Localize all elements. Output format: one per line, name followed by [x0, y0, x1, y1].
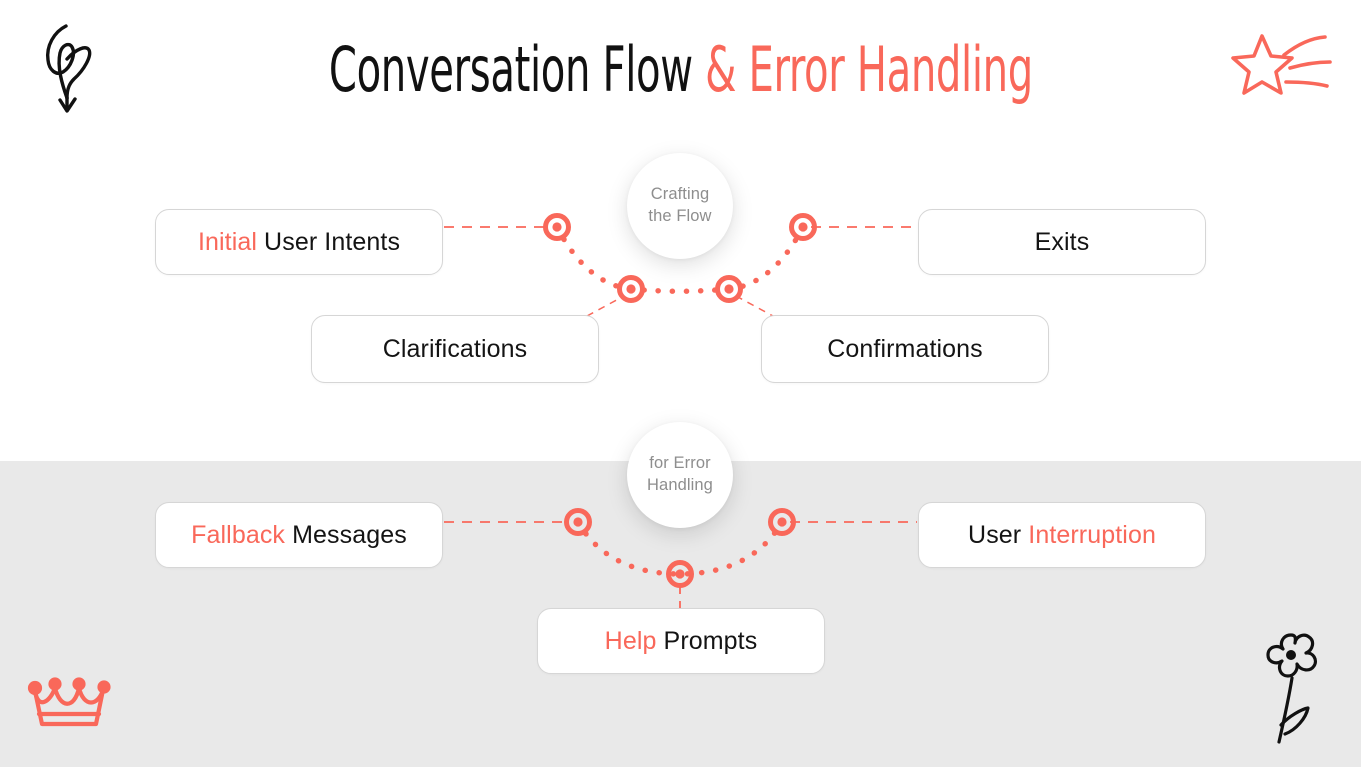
- card-fallback-messages-plain: Messages: [285, 520, 407, 549]
- flower-icon: [1258, 622, 1338, 757]
- lead-node-to-confirmations: [735, 295, 774, 317]
- card-initial-user-intents-accent: Initial: [197, 227, 258, 256]
- node-top-midleft: [617, 275, 645, 303]
- card-fallback-messages-accent: Fallback: [191, 520, 286, 549]
- hub-crafting-the-flow: Crafting the Flow: [627, 153, 733, 259]
- crown-icon: [22, 666, 118, 741]
- card-user-interruption-accent: Interruption: [1028, 520, 1156, 549]
- curly-arrow-icon: [32, 14, 112, 124]
- card-confirmations[interactable]: Confirmations: [761, 315, 1049, 383]
- node-top-midright: [715, 275, 743, 303]
- hub-flow-line2: the Flow: [648, 207, 712, 225]
- page-title-dark-part: Conversation Flow: [328, 33, 705, 106]
- card-clarifications[interactable]: Clarifications: [311, 315, 599, 383]
- card-initial-user-intents[interactable]: Initial User Intents: [155, 209, 443, 275]
- card-exits[interactable]: Exits: [918, 209, 1206, 275]
- card-help-prompts-plain: Prompts: [656, 626, 758, 655]
- lead-clarifications-to-node: [586, 295, 625, 317]
- card-clarifications-label: Clarifications: [382, 334, 528, 363]
- shooting-star-icon: [1228, 28, 1343, 108]
- card-help-prompts-accent: Help: [604, 626, 657, 655]
- card-fallback-messages[interactable]: Fallback Messages: [155, 502, 443, 568]
- page-title-accent-part: & Error Handling: [704, 33, 1033, 106]
- hub-error-line1: for Error: [649, 454, 711, 473]
- card-help-prompts[interactable]: Help Prompts: [537, 608, 825, 674]
- node-top-right: [789, 213, 817, 241]
- card-initial-user-intents-plain: User Intents: [257, 227, 401, 256]
- card-confirmations-label: Confirmations: [827, 334, 983, 363]
- card-exits-label: Exits: [1034, 227, 1090, 256]
- card-user-interruption[interactable]: User Interruption: [918, 502, 1206, 568]
- hub-for-error-handling: for Error Handling: [627, 422, 733, 528]
- hub-error-line2: Handling: [647, 476, 713, 494]
- hub-flow-line1: Crafting: [650, 185, 710, 204]
- page-title: Conversation Flow & Error Handling: [0, 33, 1361, 106]
- card-user-interruption-plain: User: [968, 520, 1029, 549]
- node-top-left: [543, 213, 571, 241]
